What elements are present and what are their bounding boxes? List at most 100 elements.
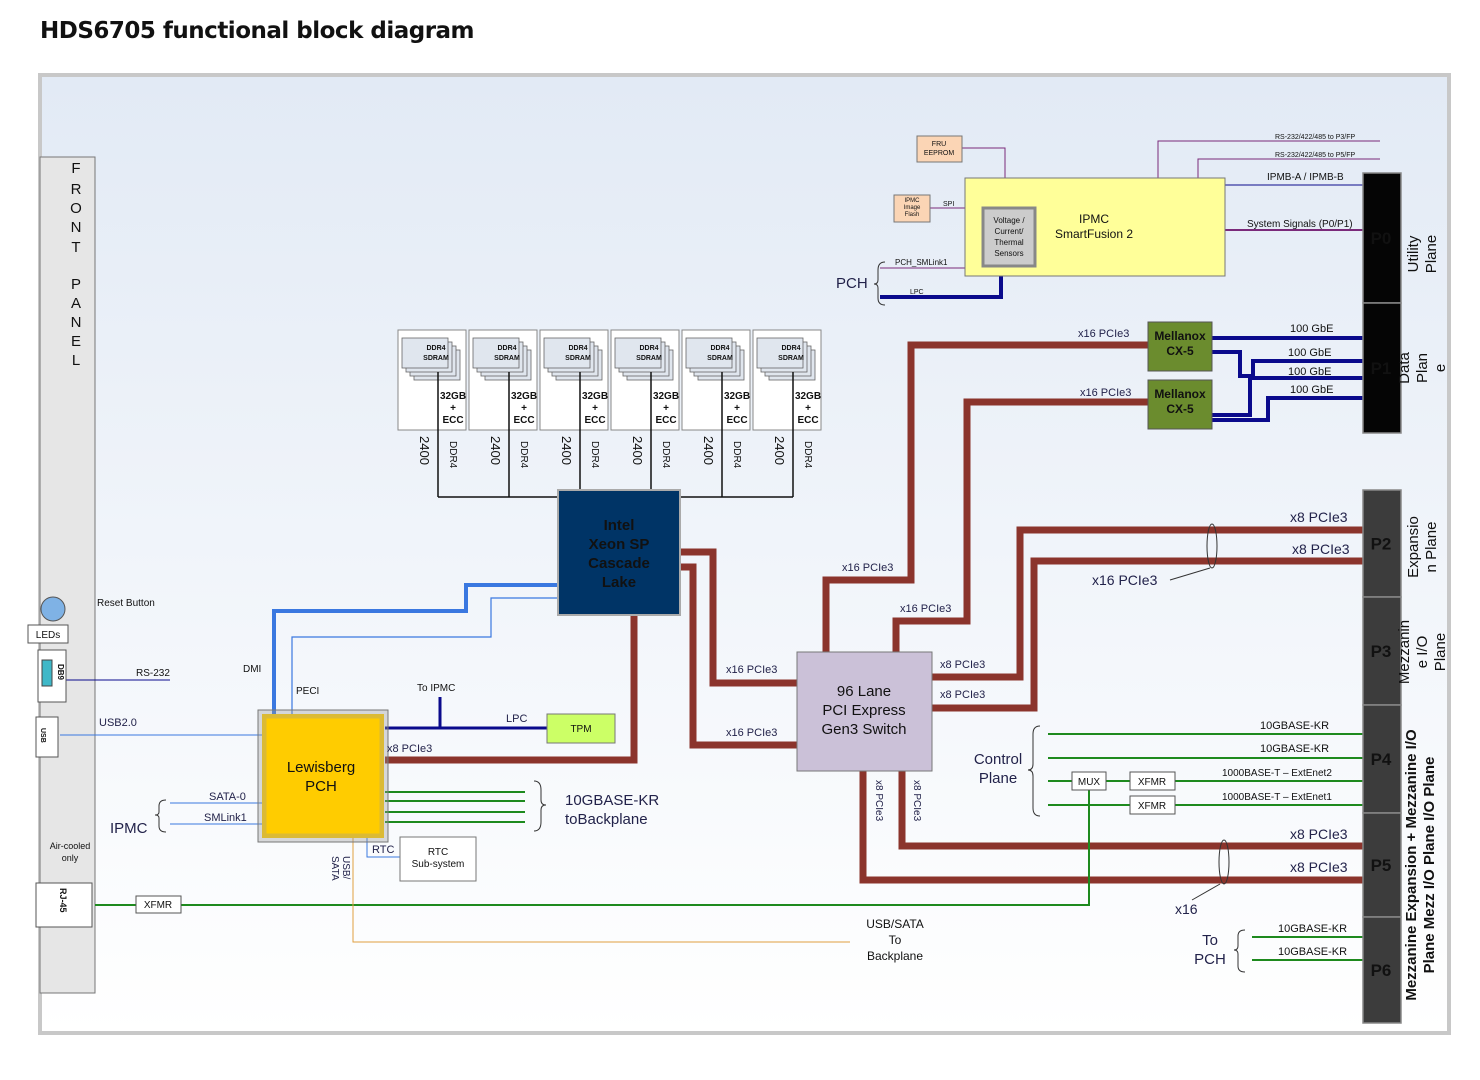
cpu-switch-text-2: x16 PCIe3: [726, 727, 777, 739]
dmi-text: DMI: [243, 664, 261, 675]
gbe-line-4: [1212, 396, 1363, 422]
rtc-line: [366, 838, 400, 858]
front-panel-letter: T: [71, 239, 80, 256]
peci-text: PECI: [296, 686, 319, 697]
peci-line: [291, 597, 558, 714]
pch-block-border: [257, 709, 389, 843]
cpu-switch-text-1: x16 PCIe3: [726, 664, 777, 676]
page-title: HDS6705 functional block diagram: [40, 18, 475, 44]
rj45-line: [95, 790, 1090, 906]
switch-p2-text-1: x8 PCIe3: [940, 659, 985, 671]
to-ipmc-text: To IPMC: [417, 683, 455, 694]
pch-block[interactable]: [257, 709, 389, 843]
dimm-speed: 2400: [559, 436, 574, 465]
tpm-label: TPM: [570, 724, 591, 735]
switch-to-p5-a: [859, 771, 1363, 884]
gbe-line-2: [1212, 350, 1363, 378]
dimm-speed: 2400: [417, 436, 432, 465]
to-pch-brace: [1233, 929, 1246, 973]
gbe-text-1: 100 GbE: [1290, 323, 1333, 335]
switch-to-mellanox-1: [822, 341, 1148, 652]
switch-to-p2-a: [932, 526, 1363, 681]
rs232-p3-text: RS-232/422/485 to P3/FP: [1275, 134, 1355, 141]
p6-kr-text-1: 10GBASE-KR: [1278, 923, 1347, 935]
front-panel-letter: F: [71, 160, 80, 177]
connector-p2: P2: [1362, 489, 1402, 598]
leds-label: LEDs: [36, 630, 60, 641]
p4-t-text-1: 1000BASE-T – ExtEnet1: [1222, 792, 1332, 803]
reset-button-text: Reset Button: [97, 598, 155, 609]
connector-p5: P5: [1362, 812, 1402, 918]
dimm-type: DDR4: [802, 441, 813, 469]
p4-t-text-2: 1000BASE-T – ExtEnet2: [1222, 768, 1332, 779]
cpu-block[interactable]: [557, 489, 681, 616]
mezz-combo-plane-label: Mezzanine Expansion + Mezzanine I/OPlane…: [1403, 729, 1438, 1001]
mux-label: MUX: [1078, 777, 1101, 788]
dimm-speed: 2400: [630, 436, 645, 465]
gbe-text-2: 100 GbE: [1288, 347, 1331, 359]
switch-p2-text-2: x8 PCIe3: [940, 689, 985, 701]
connector-label: P2: [1371, 535, 1392, 554]
front-panel-letter: O: [70, 200, 82, 217]
usb-sata-backplane-line: [352, 838, 850, 943]
cpu-to-switch-pcie-bottom: [680, 563, 797, 749]
x16-p5-text: x16: [1175, 901, 1198, 917]
db9-port: [41, 659, 53, 687]
lpc-line: [880, 276, 1003, 299]
p2-pcie-text-2: x8 PCIe3: [1292, 541, 1350, 557]
usb-connector[interactable]: [35, 716, 59, 758]
connector-label: P0: [1371, 229, 1392, 248]
pcie-switch-block[interactable]: [796, 651, 933, 772]
dimm-capacity: 32GB+ECC: [795, 391, 821, 426]
mellanox-1[interactable]: [1147, 321, 1213, 372]
spi-text: SPI: [943, 201, 954, 208]
rtc-block: [399, 836, 477, 882]
switch-pcie-text-2: x16 PCIe3: [900, 603, 951, 615]
xfmr-label-rj45: XFMR: [144, 900, 172, 911]
p5-pcie-text-2: x8 PCIe3: [1290, 859, 1348, 875]
p4-kr-text-1: 10GBASE-KR: [1260, 720, 1329, 732]
utility-plane-label: UtilityPlane: [1405, 235, 1440, 273]
xfmr-label-2: XFMR: [1138, 801, 1166, 812]
rs232-p3-line: [1157, 140, 1380, 178]
ipmc-brace-text: IPMC: [110, 820, 148, 837]
switch-pcie-text-1: x16 PCIe3: [842, 562, 893, 574]
pch-brace: [873, 261, 886, 306]
xfmr-block-1: [1129, 771, 1176, 791]
rj45-connector[interactable]: [35, 882, 93, 928]
connector-p3: P3: [1362, 596, 1402, 706]
front-panel-letter: P: [71, 276, 81, 293]
gbe-text-4: 100 GbE: [1290, 384, 1333, 396]
ipmc-flash-block: [893, 194, 931, 223]
x16-p5-callout-line: [1191, 883, 1221, 901]
dimm-type: DDR4: [518, 441, 529, 469]
leds-box: [27, 624, 69, 644]
dimm-capacity: 32GB+ECC: [511, 391, 537, 426]
p6-kr-text-2: 10GBASE-KR: [1278, 946, 1347, 958]
front-panel-letter: N: [71, 314, 82, 331]
system-signals-text: System Signals (P0/P1): [1247, 219, 1353, 230]
kr-backplane-brace: [533, 780, 547, 832]
dimm-speed: 2400: [701, 436, 716, 465]
pch-brace-text: PCH: [836, 275, 868, 292]
mellanox-2[interactable]: [1147, 379, 1213, 430]
reset-button[interactable]: [40, 596, 66, 622]
ipmb-text: IPMB-A / IPMB-B: [1267, 172, 1344, 183]
sensors-block: [981, 206, 1037, 268]
dimm-type: DDR4: [589, 441, 600, 469]
mux-block: [1071, 771, 1107, 791]
front-panel-letter: L: [72, 352, 80, 369]
front-panel-letter: E: [71, 333, 81, 350]
